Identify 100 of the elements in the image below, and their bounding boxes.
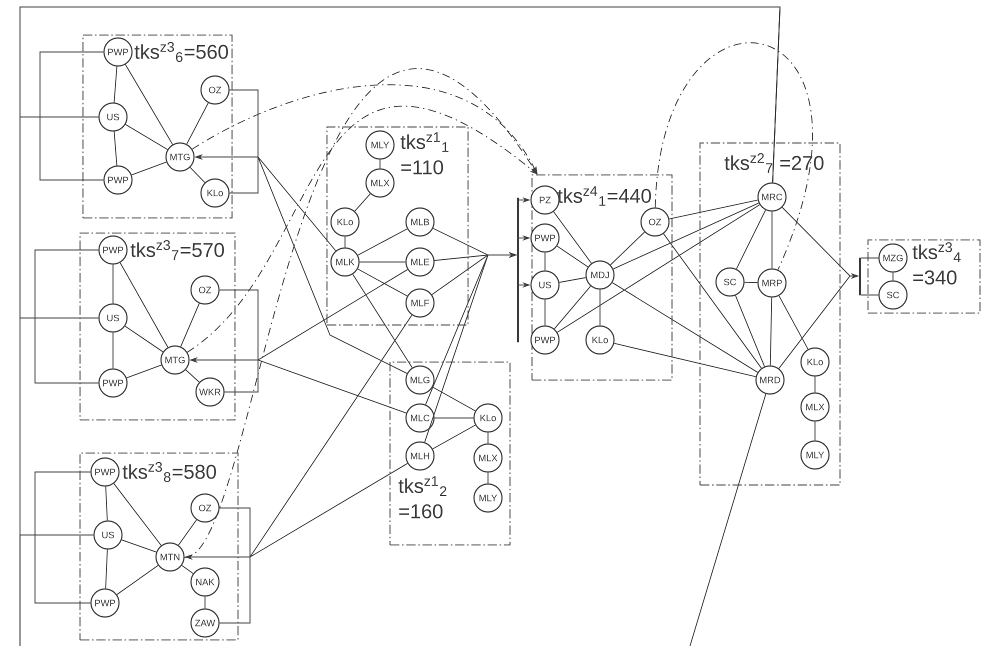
circle-node: PWP (103, 165, 133, 195)
circle-node: OZ (640, 207, 670, 237)
connector-line (556, 246, 588, 268)
circle-node: MTG (160, 345, 190, 375)
circle-node: MLY (473, 483, 503, 513)
connector-line (185, 369, 200, 383)
group-label: tks$^{z1}$1 =110 (400, 132, 448, 174)
circle-node: PWP (90, 457, 120, 487)
connector-line (219, 508, 250, 624)
connector-line (34, 250, 99, 384)
connector-line (126, 364, 162, 378)
connector-line (113, 483, 162, 546)
connector-line (20, 6, 780, 536)
connector-line (190, 167, 206, 183)
circle-node: MLK (330, 247, 360, 277)
connector-line (124, 64, 174, 145)
connector-line (354, 193, 371, 212)
connector-line (663, 233, 762, 369)
circle-node: MLG (405, 365, 435, 395)
connector-line (432, 386, 476, 412)
connector-line (553, 211, 592, 264)
connector-line (612, 202, 760, 270)
circle-node: MLX (473, 443, 503, 473)
circle-node: MLY (365, 130, 395, 160)
circle-node: MZG (878, 243, 908, 273)
circle-node: MLF (405, 288, 435, 318)
group-label: tks$^{z3}$$_{8}$=580 (122, 462, 216, 482)
circle-node: PWP (530, 223, 560, 253)
group-label: tks$^{z1}$2 =160 (398, 476, 446, 518)
connector-line (357, 268, 408, 296)
connector-line (814, 421, 816, 441)
connector-line (778, 295, 808, 350)
connector-line (558, 277, 586, 283)
connector-line (112, 264, 114, 304)
connector-line (116, 564, 159, 596)
circle-node: PWP (98, 368, 128, 398)
connector-line (105, 486, 108, 521)
circle-node: NAK (190, 567, 220, 597)
connector-line (204, 596, 206, 609)
connector-line (544, 299, 546, 326)
connector-line (770, 297, 772, 366)
circle-node: MTN (155, 542, 185, 572)
group-label: tks$^{z3}$$_{7}$=570 (130, 240, 224, 260)
circle-node: MLX (800, 392, 830, 422)
connector-line (612, 282, 758, 373)
circle-node: MRD (755, 365, 785, 395)
circle-node: SC (715, 267, 745, 297)
circle-node: OZ (200, 75, 230, 105)
connector-line (124, 326, 164, 352)
circle-node: MLY (800, 440, 830, 470)
connector-line (736, 210, 766, 270)
connector-line (125, 124, 168, 150)
circle-node: US (98, 303, 128, 333)
connector-line (219, 290, 258, 392)
connector-line (114, 131, 118, 166)
connector-line (892, 272, 894, 281)
circle-node: PWP (98, 235, 128, 265)
connector-line (178, 519, 197, 546)
circle-node: MLH (405, 441, 435, 471)
connector-line (40, 52, 104, 180)
circle-node: ZAW (190, 608, 220, 638)
connector-line (860, 294, 879, 296)
circle-node: MRP (757, 268, 787, 298)
connector-line (432, 424, 476, 450)
connector-line (614, 342, 756, 378)
circle-node: KLo (330, 207, 360, 237)
connector-line (34, 472, 91, 604)
connector-line (181, 565, 194, 574)
connector-line (105, 549, 108, 589)
connector-line (690, 394, 766, 646)
connector-line (814, 376, 816, 393)
connector-line (114, 66, 118, 103)
group-label: tks$^{z3}$$_{6}$=560 (134, 42, 228, 62)
connector-line (112, 332, 114, 369)
group-label: tks$^{z3}$4 =340 (912, 242, 961, 285)
circle-node: MLE (405, 247, 435, 277)
circle-node: KLo (200, 178, 230, 208)
circle-node: OZ (190, 493, 220, 523)
connector-line (131, 162, 167, 176)
connector-line (352, 274, 413, 368)
connector-line (744, 282, 758, 284)
connector-line (610, 232, 645, 266)
circle-node: KLo (473, 403, 503, 433)
circle-node: MLC (405, 403, 435, 433)
connector-line (357, 228, 408, 256)
connector-line (229, 90, 258, 194)
circle-node: KLo (800, 347, 830, 377)
circle-node: MTG (165, 142, 195, 172)
circle-node: OZ (190, 275, 220, 305)
circle-node: PWP (103, 37, 133, 67)
circle-node: MRC (757, 182, 787, 212)
circle-node: PWP (530, 325, 560, 355)
circle-node: MLB (405, 207, 435, 237)
circle-node: US (98, 102, 128, 132)
connector-line (556, 204, 760, 333)
circle-node: PWP (90, 588, 120, 618)
circle-node: US (530, 270, 560, 300)
circle-node: SC (878, 280, 908, 310)
circle-node: MLX (365, 168, 395, 198)
connector-line (186, 102, 209, 145)
